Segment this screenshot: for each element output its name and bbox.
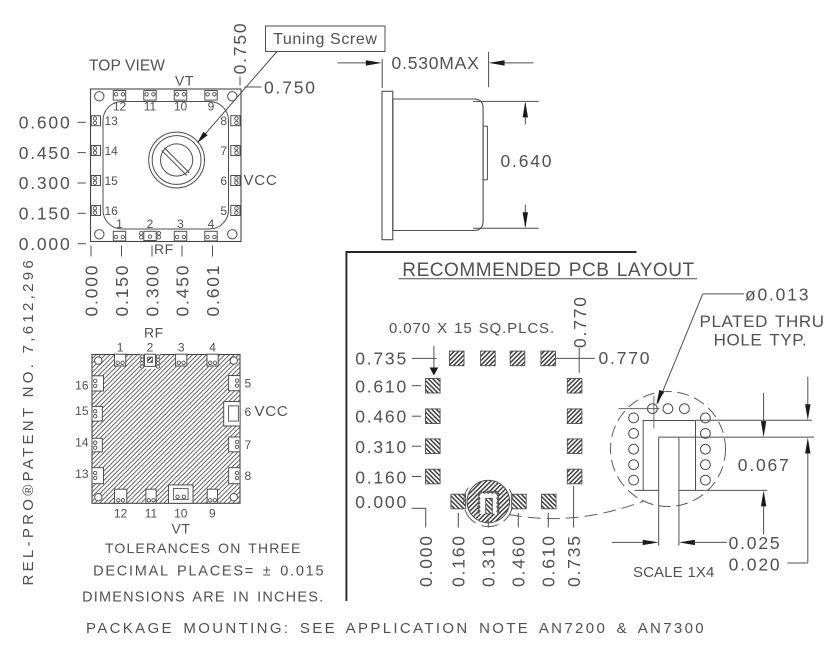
svg-text:0.460: 0.460 <box>509 534 529 587</box>
svg-text:0.460: 0.460 <box>355 407 408 427</box>
svg-text:0.530MAX: 0.530MAX <box>392 53 480 73</box>
svg-text:0.770: 0.770 <box>599 348 652 368</box>
svg-text:0.160: 0.160 <box>355 467 408 487</box>
svg-text:16: 16 <box>105 204 119 218</box>
svg-text:14: 14 <box>105 144 119 158</box>
svg-text:0.025: 0.025 <box>729 533 782 553</box>
svg-text:RF: RF <box>154 241 174 257</box>
svg-text:8: 8 <box>220 114 227 128</box>
svg-text:VT: VT <box>175 73 194 89</box>
svg-text:0.150: 0.150 <box>112 264 132 317</box>
svg-text:13: 13 <box>75 467 89 481</box>
svg-text:SCALE 1X4: SCALE 1X4 <box>633 564 714 581</box>
svg-text:VT: VT <box>172 521 191 537</box>
svg-text:0.020: 0.020 <box>729 554 782 574</box>
svg-text:1: 1 <box>116 217 123 231</box>
svg-text:0.640: 0.640 <box>501 151 554 171</box>
svg-text:16: 16 <box>75 378 89 392</box>
svg-text:15: 15 <box>75 404 89 418</box>
svg-text:0.310: 0.310 <box>479 534 499 587</box>
svg-text:0.450: 0.450 <box>172 264 192 317</box>
svg-text:3: 3 <box>178 341 185 355</box>
svg-text:13: 13 <box>105 114 119 128</box>
svg-text:11: 11 <box>144 100 157 114</box>
svg-text:0.150: 0.150 <box>19 204 72 224</box>
svg-text:6: 6 <box>245 405 252 419</box>
svg-text:7: 7 <box>245 438 252 452</box>
svg-text:0.000: 0.000 <box>19 234 72 254</box>
svg-text:TOP VIEW: TOP VIEW <box>89 58 165 75</box>
svg-text:0.610: 0.610 <box>539 534 559 587</box>
svg-text:HOLE TYP.: HOLE TYP. <box>714 331 808 350</box>
svg-text:0.300: 0.300 <box>19 173 72 193</box>
svg-text:14: 14 <box>75 436 89 450</box>
svg-text:0.610: 0.610 <box>355 376 408 396</box>
svg-text:2: 2 <box>147 341 154 355</box>
svg-text:6: 6 <box>220 174 227 188</box>
svg-text:9: 9 <box>209 507 216 521</box>
svg-text:0.735: 0.735 <box>355 348 408 368</box>
svg-text:0.000: 0.000 <box>416 534 436 587</box>
svg-text:2: 2 <box>147 217 154 231</box>
svg-text:0.735: 0.735 <box>564 534 584 587</box>
svg-text:4: 4 <box>208 217 215 231</box>
svg-text:10: 10 <box>174 507 188 521</box>
svg-text:15: 15 <box>105 174 119 188</box>
svg-text:12: 12 <box>114 507 128 521</box>
svg-text:RECOMMENDED PCB LAYOUT: RECOMMENDED PCB LAYOUT <box>402 260 694 281</box>
svg-text:0.067: 0.067 <box>738 455 791 475</box>
svg-text:RF: RF <box>144 325 164 341</box>
svg-text:0.750: 0.750 <box>230 22 250 75</box>
svg-text:4: 4 <box>209 341 216 355</box>
svg-text:VCC: VCC <box>255 403 289 420</box>
svg-text:3: 3 <box>177 217 184 231</box>
svg-text:DECIMAL PLACES= ± 0.015: DECIMAL PLACES= ± 0.015 <box>93 563 325 579</box>
svg-text:ø0.013: ø0.013 <box>745 285 810 305</box>
svg-text:8: 8 <box>245 469 252 483</box>
svg-text:5: 5 <box>220 204 227 218</box>
svg-text:0.450: 0.450 <box>19 143 72 163</box>
svg-text:VCC: VCC <box>244 172 278 189</box>
svg-text:7: 7 <box>220 144 227 158</box>
svg-text:0.750: 0.750 <box>264 78 317 98</box>
svg-text:REL-PRO®PATENT NO. 7,612,296: REL-PRO®PATENT NO. 7,612,296 <box>20 257 37 586</box>
svg-text:DIMENSIONS ARE IN INCHES.: DIMENSIONS ARE IN INCHES. <box>82 590 324 606</box>
svg-text:0.600: 0.600 <box>19 113 72 133</box>
svg-text:1: 1 <box>117 341 124 355</box>
svg-text:PLATED THRU: PLATED THRU <box>700 312 825 331</box>
svg-text:11: 11 <box>145 507 158 521</box>
svg-text:0.000: 0.000 <box>81 264 101 317</box>
svg-text:0.000: 0.000 <box>355 492 408 512</box>
svg-text:0.070 X 15 SQ.PLCS.: 0.070 X 15 SQ.PLCS. <box>389 320 555 337</box>
svg-text:0.300: 0.300 <box>142 264 162 317</box>
svg-text:0.160: 0.160 <box>449 534 469 587</box>
svg-text:5: 5 <box>245 377 252 391</box>
svg-text:0.310: 0.310 <box>355 437 408 457</box>
svg-text:Tuning Screw: Tuning Screw <box>273 31 377 48</box>
svg-text:9: 9 <box>208 100 215 114</box>
svg-text:0.770: 0.770 <box>570 295 590 348</box>
svg-text:0.601: 0.601 <box>203 264 223 317</box>
svg-text:12: 12 <box>113 100 127 114</box>
svg-text:TOLERANCES ON THREE: TOLERANCES ON THREE <box>105 540 301 556</box>
svg-text:PACKAGE MOUNTING: SEE APPLICAT: PACKAGE MOUNTING: SEE APPLICATION NOTE A… <box>86 620 706 637</box>
svg-text:10: 10 <box>174 100 188 114</box>
